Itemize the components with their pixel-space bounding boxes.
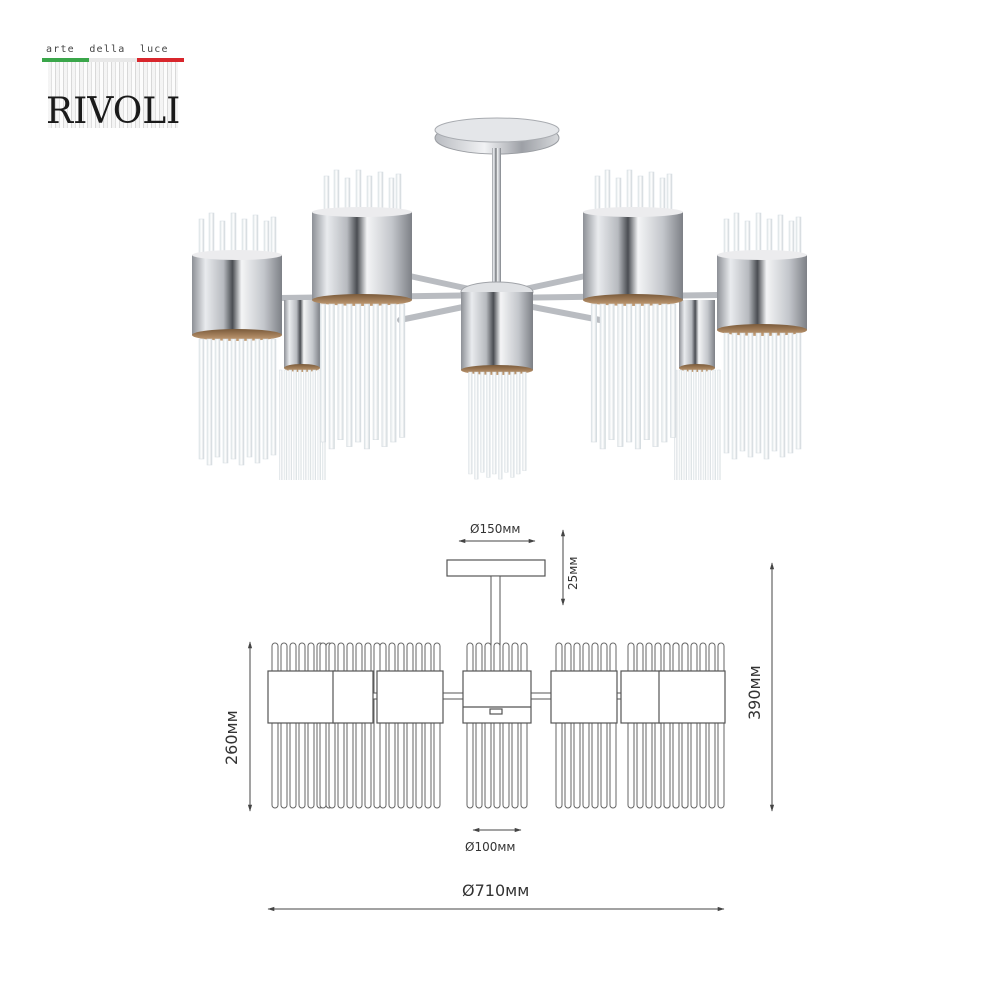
logo-brand-name: RIVOLI — [46, 91, 181, 132]
total-diameter-label: Ø710мм — [462, 881, 530, 900]
shade-diameter-label: Ø100мм — [465, 840, 516, 854]
canopy-outline — [446, 559, 546, 699]
canopy-height-label: 25мм — [566, 556, 580, 590]
logo-barcode-decoration — [48, 62, 178, 128]
brand-logo: arte della luce RIVOLI — [42, 44, 184, 134]
product-photo — [180, 110, 820, 497]
total-height-label: 390мм — [745, 665, 764, 720]
shade-height-label: 260мм — [222, 710, 241, 765]
logo-italian-flag-stripe — [42, 58, 184, 62]
canopy-diameter-label: Ø150мм — [470, 522, 521, 536]
logo-tagline: arte della luce — [46, 44, 169, 55]
